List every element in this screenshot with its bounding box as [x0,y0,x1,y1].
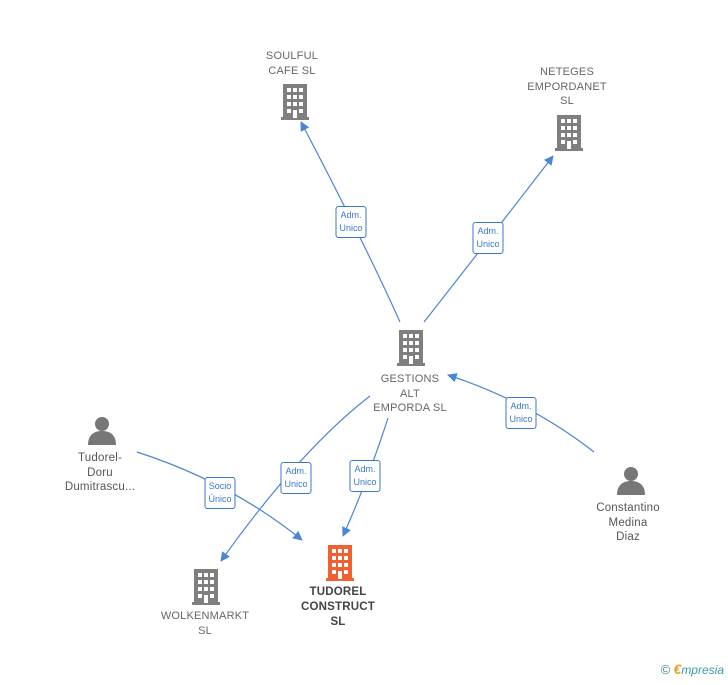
neteges-label[interactable]: NETEGES EMPORDANET SL [527,66,607,107]
gestions-building-icon[interactable] [397,330,425,366]
constantino-person-icon[interactable] [617,467,645,495]
tudorel-construct-building-icon[interactable] [326,545,354,581]
neteges-building-icon[interactable] [555,115,583,151]
tudorel-person-label[interactable]: Tudorel- Doru Dumitrascu... [64,452,136,493]
edge-label-construct: Adm. Unico [349,460,381,492]
soulful-label[interactable]: SOULFUL CAFE SL [265,50,319,77]
edge-label-wolkenmarkt: Adm. Unico [280,462,312,494]
copyright-footer: © €mpresia [661,661,724,677]
edge-label-soulful: Adm. Unico [335,206,367,238]
edge-label-tudorel: Socio Único [204,477,236,509]
empresia-logo-e: € [673,661,682,677]
empresia-logo-text: mpresia [681,663,724,677]
copyright-icon: © [660,662,671,677]
edge-label-constantino: Adm. Unico [505,397,537,429]
soulful-building-icon[interactable] [281,84,309,120]
wolkenmarkt-building-icon[interactable] [192,569,220,605]
edge-label-neteges: Adm. Unico [472,222,504,254]
wolkenmarkt-label[interactable]: WOLKENMARKT SL [160,610,250,637]
constantino-label[interactable]: Constantino Medina Diaz [596,502,660,543]
tudorel-person-icon[interactable] [88,417,116,445]
tudorel-construct-label[interactable]: TUDOREL CONSTRUCT SL [301,586,375,628]
gestions-label[interactable]: GESTIONS ALT EMPORDA SL [373,373,447,414]
